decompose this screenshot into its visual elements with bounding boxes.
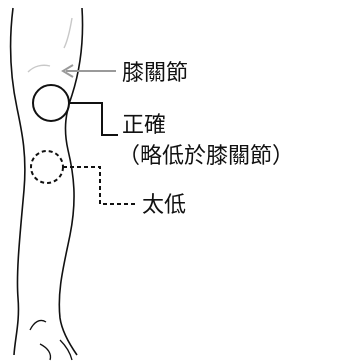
knee-joint-label: 膝關節: [122, 61, 188, 86]
too-low-position-circle: [31, 151, 63, 183]
thigh-contour-line: [64, 18, 72, 48]
leg-outline-left: [11, 8, 25, 355]
too-low-label: 太低: [142, 193, 186, 218]
correct-note-label: （略低於膝關節）: [118, 144, 294, 169]
ankle-detail-line: [30, 320, 46, 330]
correct-label: 正確: [122, 113, 166, 138]
heel-detail-line: [40, 344, 51, 360]
correct-position-circle: [33, 85, 69, 121]
knee-contour-line: [28, 65, 50, 72]
correct-position-leader: [69, 103, 118, 135]
leg-outline-right: [59, 8, 82, 355]
